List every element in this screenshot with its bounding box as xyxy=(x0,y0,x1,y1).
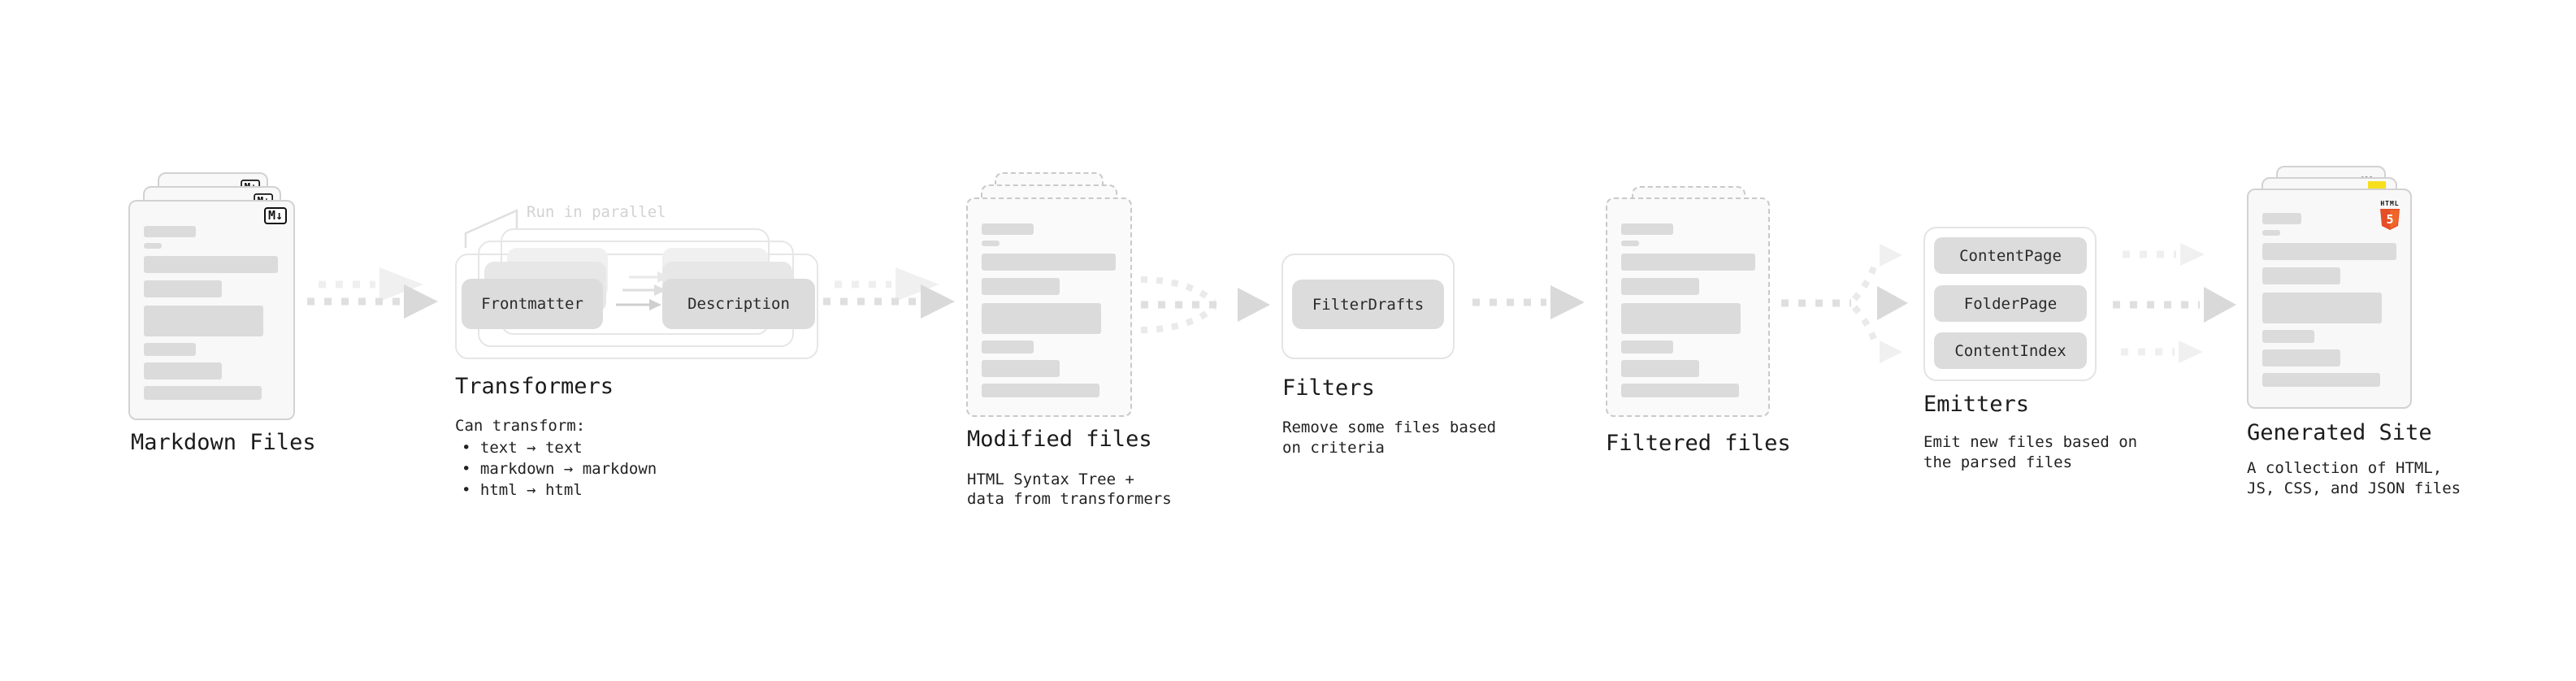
markdown-doc-front: M↓ xyxy=(128,200,295,420)
run-in-parallel-note: Run in parallel xyxy=(527,203,666,221)
doc-line xyxy=(144,256,278,273)
transformers-bullet: • text → text xyxy=(462,439,583,457)
doc-line xyxy=(1621,360,1699,377)
doc-line xyxy=(982,360,1060,377)
transformer-box-frontmatter: Frontmatter xyxy=(462,279,603,329)
arrow-transformers-to-modified xyxy=(823,267,955,319)
transformer-box-label: Frontmatter xyxy=(481,295,583,313)
emitter-box-folderpage: FolderPage xyxy=(1934,285,2087,322)
doc-line xyxy=(982,384,1099,397)
transformer-box-description: Description xyxy=(662,279,815,329)
filtered-doc-front xyxy=(1606,197,1770,417)
doc-line xyxy=(1621,241,1639,246)
doc-line xyxy=(982,303,1101,334)
emitter-box-label: FolderPage xyxy=(1963,294,2058,313)
stage-title-modified-files: Modified files xyxy=(967,427,1152,452)
filter-box-label: FilterDrafts xyxy=(1312,295,1425,314)
doc-line xyxy=(1621,254,1755,271)
filter-box-filterdrafts: FilterDrafts xyxy=(1292,280,1444,329)
doc-line xyxy=(2262,330,2314,343)
modified-doc-front xyxy=(966,197,1132,417)
stage-title-generated-site: Generated Site xyxy=(2247,420,2432,445)
stage-title-transformers: Transformers xyxy=(455,374,614,399)
doc-line xyxy=(1621,223,1673,235)
doc-line xyxy=(982,241,1000,246)
doc-line xyxy=(2262,293,2382,323)
markdown-icon: M↓ xyxy=(263,207,287,224)
arrow-filters-to-filtered xyxy=(1472,285,1585,319)
site-doc-html: HTML 5 xyxy=(2247,189,2412,409)
doc-line xyxy=(982,223,1034,235)
doc-line xyxy=(982,254,1116,271)
emitter-box-label: ContentPage xyxy=(1959,246,2062,265)
stage-title-markdown-files: Markdown Files xyxy=(131,430,316,455)
emitters-subtitle-line: Emit new files based on xyxy=(1923,433,2138,451)
html5-icon: HTML 5 xyxy=(2379,193,2400,230)
doc-line xyxy=(2262,243,2396,260)
doc-line xyxy=(144,386,262,400)
doc-line xyxy=(2262,213,2301,224)
doc-line xyxy=(144,243,162,249)
doc-line xyxy=(144,343,196,356)
stage-title-emitters: Emitters xyxy=(1923,392,2030,417)
doc-line xyxy=(144,280,222,297)
doc-line xyxy=(1621,303,1741,334)
transformer-frame-front xyxy=(455,254,818,359)
doc-line xyxy=(2262,230,2280,236)
transformers-bullet: • html → html xyxy=(462,481,583,499)
emitter-box-contentpage: ContentPage xyxy=(1934,237,2087,274)
doc-line xyxy=(2262,349,2340,367)
doc-line xyxy=(982,278,1060,295)
html5-shield: 5 xyxy=(2380,209,2400,230)
doc-line xyxy=(2262,267,2340,284)
emitter-box-label: ContentIndex xyxy=(1954,341,2066,360)
arrow-markdown-to-transformers xyxy=(307,267,438,319)
doc-line xyxy=(144,306,263,336)
svg-text:5: 5 xyxy=(2386,212,2393,227)
site-subtitle-line: A collection of HTML, xyxy=(2247,459,2443,477)
stage-title-filters: Filters xyxy=(1282,375,1375,401)
modified-subtitle-line: data from transformers xyxy=(967,490,1172,508)
transformer-box-label: Description xyxy=(687,295,790,313)
doc-line xyxy=(144,362,222,380)
transformers-bullet: • markdown → markdown xyxy=(462,460,657,478)
filters-subtitle-line: Remove some files based xyxy=(1282,419,1497,436)
arrow-emitters-to-site xyxy=(2113,243,2236,363)
doc-line xyxy=(1621,278,1699,295)
emitter-box-contentindex: ContentIndex xyxy=(1934,332,2087,369)
doc-line xyxy=(982,340,1034,354)
doc-line xyxy=(1621,384,1739,397)
emitters-subtitle-line: the parsed files xyxy=(1923,453,2073,471)
transformers-note-heading: Can transform: xyxy=(455,417,586,435)
modified-subtitle-line: HTML Syntax Tree + xyxy=(967,471,1134,488)
doc-line xyxy=(2262,373,2380,387)
arrow-modified-to-filters xyxy=(1140,276,1270,333)
site-subtitle-line: JS, CSS, and JSON files xyxy=(2247,479,2461,497)
html5-label: HTML xyxy=(2380,200,2400,207)
stage-title-filtered-files: Filtered files xyxy=(1606,431,1791,456)
doc-line xyxy=(1621,340,1673,354)
arrow-filtered-to-emitters xyxy=(1781,244,1908,363)
filters-subtitle-line: on criteria xyxy=(1282,439,1385,457)
doc-line xyxy=(144,226,196,237)
